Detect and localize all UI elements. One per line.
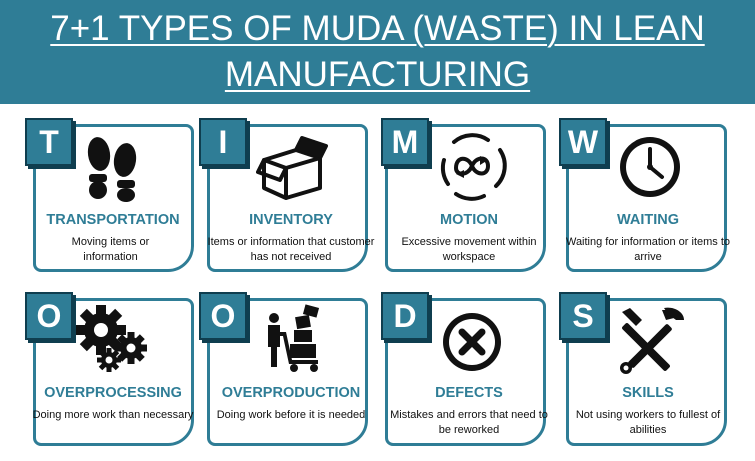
waste-name: INVENTORY — [249, 212, 333, 228]
waste-letter: T — [25, 118, 73, 166]
waste-description: Moving items or information — [71, 236, 150, 263]
waste-name: OVERPROCESSING — [44, 385, 182, 401]
gears-icon — [75, 304, 151, 374]
waste-name: OVERPRODUCTION — [221, 385, 361, 401]
waste-letter: O — [199, 292, 247, 340]
waste-name: MOTION — [440, 212, 498, 228]
waste-letter: S — [559, 292, 607, 340]
waste-description: Doing more work than necessary — [32, 409, 194, 421]
waste-description: Waiting for information or items to arri… — [565, 236, 731, 263]
footprints-icon — [75, 132, 151, 202]
page-title: 7+1 TYPES OF MUDA (WASTE) IN LEAN MANUFA… — [50, 9, 705, 94]
waste-name: WAITING — [616, 212, 680, 228]
waste-letter: W — [559, 118, 607, 166]
waste-description: Doing work before it is needed — [216, 409, 366, 421]
title-banner: 7+1 TYPES OF MUDA (WASTE) IN LEAN MANUFA… — [0, 0, 755, 104]
waste-description: Excessive movement within workspace — [401, 236, 537, 263]
waste-card-skills — [566, 298, 727, 446]
waste-name: TRANSPORTATION — [46, 212, 180, 228]
waste-letter: D — [381, 292, 429, 340]
waste-letter: O — [25, 292, 73, 340]
waste-letter: I — [199, 118, 247, 166]
waste-description: Mistakes and errors that need to be rewo… — [390, 409, 548, 436]
waste-letter: M — [381, 118, 429, 166]
tools-icon — [612, 304, 688, 374]
open-box-icon — [256, 132, 332, 202]
cart-boxes-icon — [256, 304, 332, 374]
waste-description: Items or information that customer has n… — [207, 236, 375, 263]
waste-name: DEFECTS — [435, 385, 503, 401]
waste-name: SKILLS — [622, 385, 674, 401]
clock-icon — [612, 132, 688, 202]
waste-description: Not using workers to fullest of abilitie… — [575, 409, 721, 436]
x-circle-icon — [434, 304, 510, 374]
motion-loop-icon — [434, 132, 510, 202]
